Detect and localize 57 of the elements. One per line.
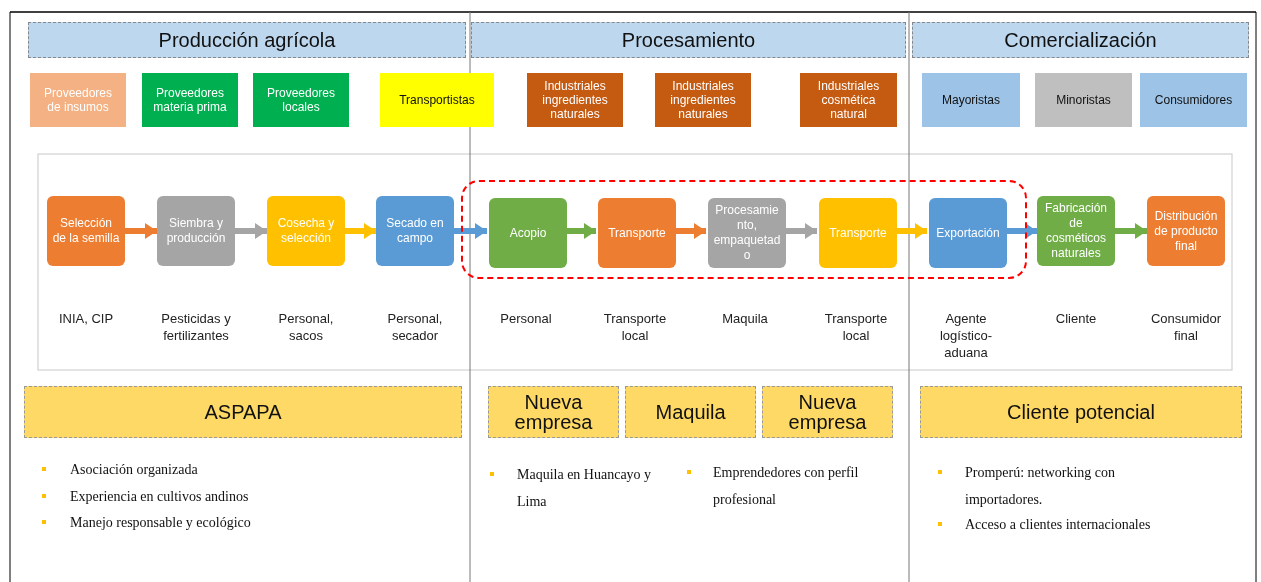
arrow <box>235 223 267 239</box>
arrow <box>895 223 927 239</box>
actor-box: Consumidores <box>1140 73 1247 127</box>
actor-label: Personal, sacos <box>277 310 335 344</box>
arrow <box>454 223 487 239</box>
arrow <box>345 223 376 239</box>
process-step: Transporte <box>819 198 897 268</box>
process-step: Selección de la semilla <box>47 196 125 266</box>
group-box: ASPAPA <box>24 386 462 438</box>
process-step: Siembra y producción <box>157 196 235 266</box>
actor-box: Industriales cosmética natural <box>800 73 897 127</box>
process-step: Transporte <box>598 198 676 268</box>
actor-box: Minoristas <box>1035 73 1132 127</box>
bullet-text: Maquila en Huancayo y Lima <box>517 466 653 511</box>
arrow <box>1115 223 1147 239</box>
actor-box: Industriales ingredientes naturales <box>527 73 623 127</box>
actor-box: Proveedores materia prima <box>142 73 238 127</box>
bullet-text: Promperú: networking con importadores. <box>965 464 1117 509</box>
actor-label: Agente logístico-aduana <box>939 310 993 361</box>
actor-box: Proveedores de insumos <box>30 73 126 127</box>
arrow <box>784 223 817 239</box>
actor-label: Transporte local <box>602 310 668 344</box>
actor-label: Pesticidas y fertilizantes <box>160 310 232 344</box>
group-box: Maquila <box>625 386 756 438</box>
actor-label: Cliente <box>1054 310 1098 327</box>
bullet-text: Asociación organizada <box>70 461 199 479</box>
actor-label: Personal <box>499 310 553 327</box>
process-step: Exportación <box>929 198 1007 268</box>
process-step: Secado en campo <box>376 196 454 266</box>
group-box: Nueva empresa <box>762 386 893 438</box>
highlight-region <box>461 180 1027 279</box>
arrow <box>125 223 157 239</box>
stage-header: Comercialización <box>912 22 1249 58</box>
actor-label: INIA, CIP <box>57 310 115 327</box>
actor-label: Transporte local <box>823 310 889 344</box>
actor-label: Personal, secador <box>386 310 444 344</box>
bullet-text: Manejo responsable y ecológico <box>70 514 252 532</box>
process-step: Distribución de producto final <box>1147 196 1225 266</box>
stage-header: Procesamiento <box>471 22 906 58</box>
actor-label: Maquila <box>721 310 769 327</box>
actor-box: Industriales ingredientes naturales <box>655 73 751 127</box>
process-step: Acopio <box>489 198 567 268</box>
stage-header: Producción agrícola <box>28 22 466 58</box>
actor-box: Proveedores locales <box>253 73 349 127</box>
group-box: Cliente potencial <box>920 386 1242 438</box>
arrow <box>674 223 706 239</box>
process-step: Procesamiento, empaquetado <box>708 198 786 268</box>
group-box: Nueva empresa <box>488 386 619 438</box>
actor-label: Consumidor final <box>1149 310 1223 344</box>
bullet-text: Experiencia en cultivos andinos <box>70 488 250 506</box>
arrow <box>565 223 596 239</box>
bullet-text: Emprendedores con perfil profesional <box>713 464 860 509</box>
process-step: Cosecha y selección <box>267 196 345 266</box>
bullet-text: Acceso a clientes internacionales <box>965 516 1152 534</box>
actor-box: Transportistas <box>380 73 494 127</box>
process-step: Fabricación de cosméticos naturales <box>1037 196 1115 266</box>
actor-box: Mayoristas <box>922 73 1020 127</box>
